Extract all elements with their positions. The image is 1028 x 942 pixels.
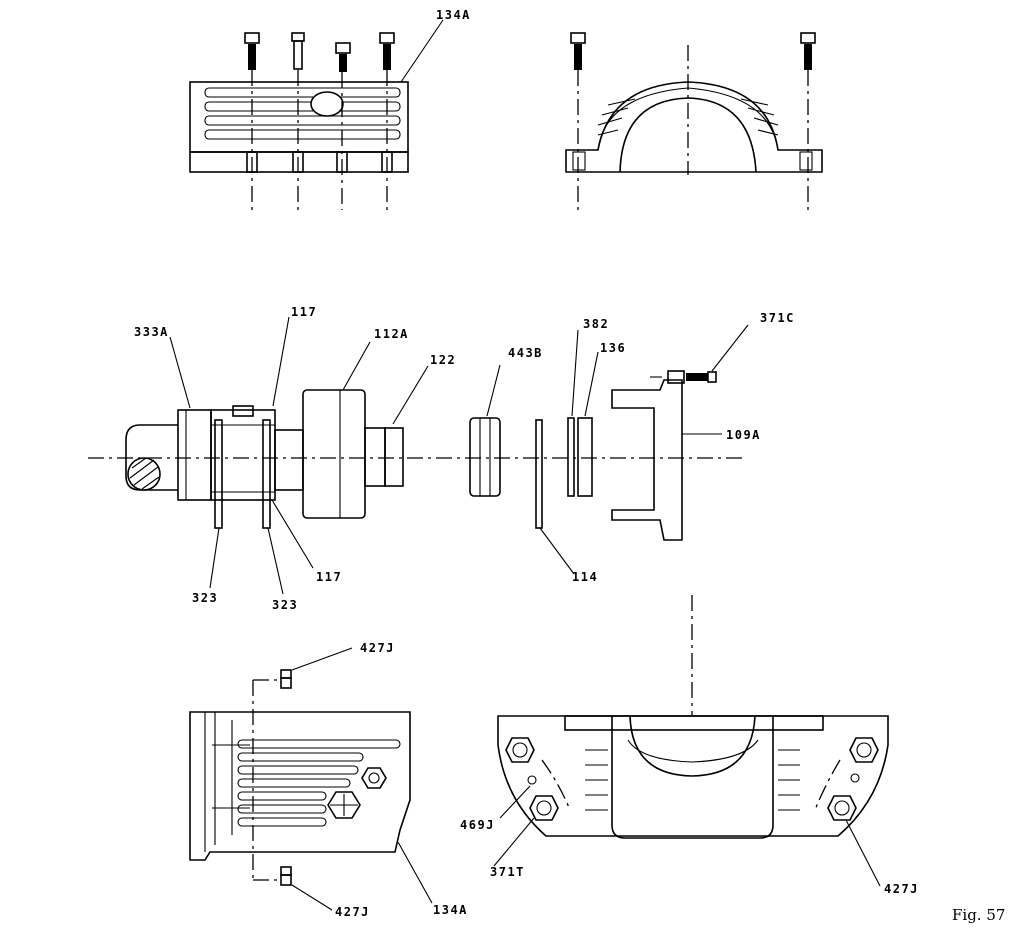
- label-371t: 371T: [490, 865, 525, 879]
- label-134a-top: 134A: [436, 8, 471, 22]
- label-443b: 443B: [508, 346, 543, 360]
- label-333a: 333A: [134, 325, 169, 339]
- housing-side-view: 427J 427J 134A: [189, 641, 468, 919]
- bolt: [244, 32, 260, 70]
- shaft-assembly: 333A 117 112A 122 443B 382 136 371C 109A…: [88, 305, 795, 612]
- nut: [849, 737, 879, 763]
- bolt: [800, 32, 816, 70]
- nut: [529, 795, 559, 821]
- housing-top-view: 134A: [189, 8, 471, 210]
- nut: [505, 737, 535, 763]
- label-109a: 109A: [726, 428, 761, 442]
- label-371c: 371C: [760, 311, 795, 325]
- label-427j-bottom-left: 427J: [335, 905, 370, 919]
- bolt: [379, 32, 395, 70]
- label-323-right: 323: [272, 598, 298, 612]
- label-427j-bottom-right: 427J: [884, 882, 919, 896]
- label-382: 382: [583, 317, 609, 331]
- nut: [827, 795, 857, 821]
- label-136: 136: [600, 341, 626, 355]
- label-112a: 112A: [374, 327, 409, 341]
- bolt: [335, 42, 351, 72]
- figure-label: Fig. 57: [952, 906, 1005, 924]
- bolt: [570, 32, 586, 70]
- label-122: 122: [430, 353, 456, 367]
- housing-lower-end-view: 469J 371T 427J: [460, 595, 919, 896]
- label-469j: 469J: [460, 818, 495, 832]
- bolt: [291, 32, 305, 70]
- shaft-hatch: [129, 457, 160, 490]
- label-117-bottom: 117: [316, 570, 342, 584]
- label-427j-top: 427J: [360, 641, 395, 655]
- label-114: 114: [572, 570, 598, 584]
- label-117-top: 117: [291, 305, 317, 319]
- label-134a-bottom: 134A: [433, 903, 468, 917]
- housing-end-view: [565, 32, 823, 210]
- label-323-left: 323: [192, 591, 218, 605]
